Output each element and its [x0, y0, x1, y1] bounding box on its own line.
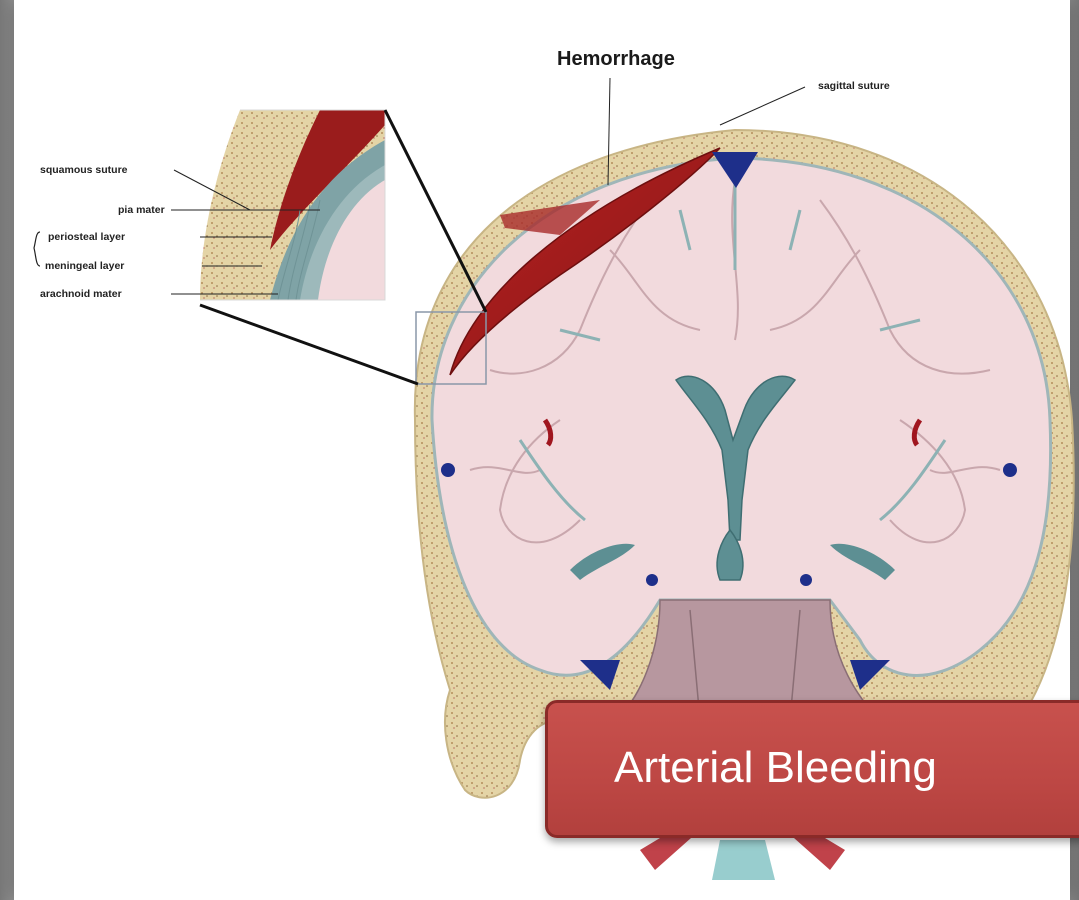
vessel-mid-right [800, 574, 812, 586]
label-sagittal-suture: sagittal suture [818, 80, 890, 92]
vessel-right [1003, 463, 1017, 477]
hemorrhage-title: Hemorrhage [557, 48, 675, 71]
banner-text: Arterial Bleeding [614, 743, 937, 793]
label-meningeal-layer: meningeal layer [45, 260, 124, 272]
label-arachnoid-mater: arachnoid mater [40, 288, 122, 300]
label-pia-mater: pia mater [118, 204, 165, 216]
dura-brace [34, 232, 40, 266]
jugular-mid [712, 840, 775, 880]
vessel-mid-left [646, 574, 658, 586]
arterial-bleeding-banner: Arterial Bleeding [545, 700, 1079, 838]
inset-magnified-layers [200, 110, 385, 300]
label-squamous-suture: squamous suture [40, 164, 128, 176]
label-periosteal-layer: periosteal layer [48, 231, 125, 243]
vessel-left [441, 463, 455, 477]
